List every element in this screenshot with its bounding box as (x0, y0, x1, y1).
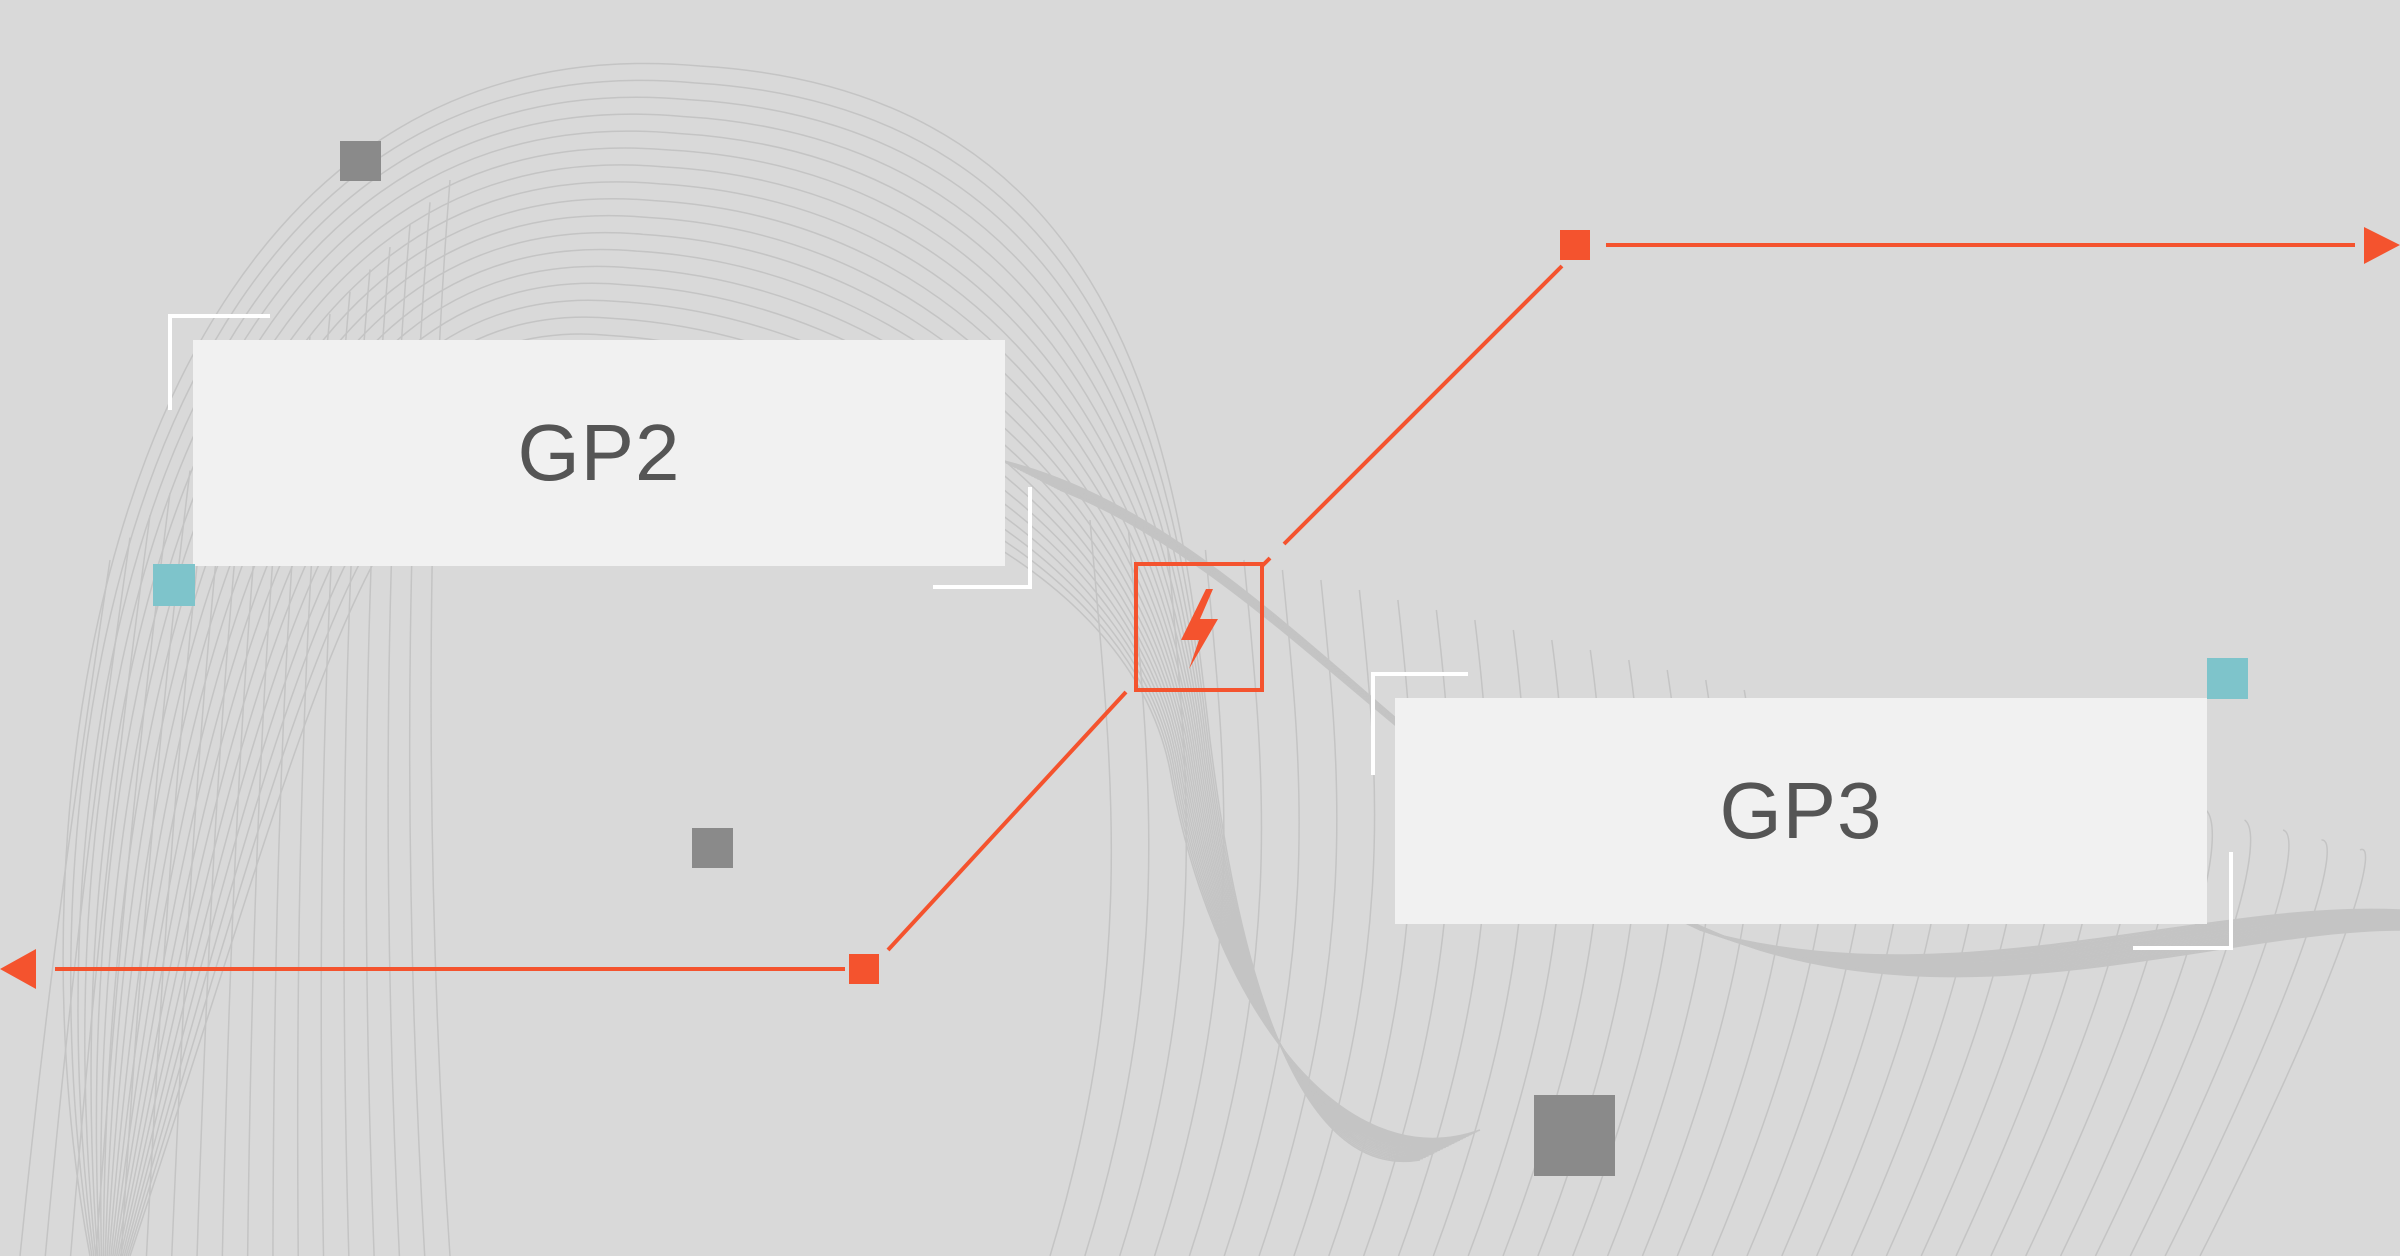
gp3-bracket-bottom-right (2133, 852, 2233, 950)
mesh-curve-left (104, 198, 1444, 1256)
teal-square-right (2207, 658, 2248, 699)
mesh-curve-left (108, 231, 1449, 1256)
mesh-rib-right (1293, 589, 1376, 1256)
gp3-bracket-top-left (1371, 672, 1468, 775)
arrowhead-right-icon (2364, 227, 2400, 264)
gp2-box: GP2 (193, 340, 1005, 566)
gray-square-bottom (1534, 1095, 1615, 1176)
mesh-rib-right (2199, 848, 2367, 1256)
teal-square-left (153, 564, 195, 606)
gp2-bracket-bottom-right (933, 487, 1032, 589)
mesh-curve-left (110, 248, 1452, 1256)
center-node-frame (1134, 562, 1264, 692)
mesh-rib-right (1118, 539, 1188, 1256)
mesh-curve-left (90, 130, 1432, 1256)
gray-square-top (340, 141, 381, 181)
gray-square-middle (692, 828, 733, 868)
gp2-corner-brackets (168, 314, 1032, 589)
gp3-box: GP3 (1395, 698, 2207, 924)
mesh-curve-left (62, 62, 1421, 1256)
mesh-curve-left (84, 113, 1429, 1256)
mesh-rib-left (69, 515, 151, 1256)
mesh-rib-right (1258, 579, 1338, 1256)
mesh-rib-right (2164, 839, 2328, 1256)
mesh-rib-left (44, 537, 131, 1256)
gp3-corner-brackets (1371, 672, 2233, 950)
mesh-curve-left (77, 96, 1426, 1256)
connector-lines (55, 243, 2355, 971)
mesh-curve-right (1059, 489, 2400, 978)
gp2-bracket-top-left (168, 314, 270, 410)
mesh-curve-left (70, 79, 1423, 1256)
mesh-curve-left (112, 265, 1455, 1256)
lightning-bolt-icon (1181, 589, 1218, 669)
gp3-label: GP3 (1719, 766, 1883, 855)
mesh-curve-left (100, 164, 1438, 1256)
mesh-rib-right (1223, 569, 1300, 1256)
arrowhead-left-icon (0, 949, 36, 989)
mesh-rib-right (1049, 519, 1113, 1256)
connector-lower-diagonal (886, 690, 1128, 952)
mesh-rib-right (2059, 809, 2214, 1256)
mesh-rib-right (2129, 829, 2290, 1256)
mesh-rib-right (1153, 549, 1225, 1256)
mesh-curve-left (95, 147, 1435, 1256)
node-square-upper (1560, 230, 1590, 260)
node-square-lower (849, 954, 879, 984)
connector-upper-diagonal (1282, 264, 1564, 546)
gp2-label: GP2 (517, 408, 681, 497)
mesh-rib-right (1188, 559, 1263, 1256)
mesh-rib-left (19, 559, 111, 1256)
